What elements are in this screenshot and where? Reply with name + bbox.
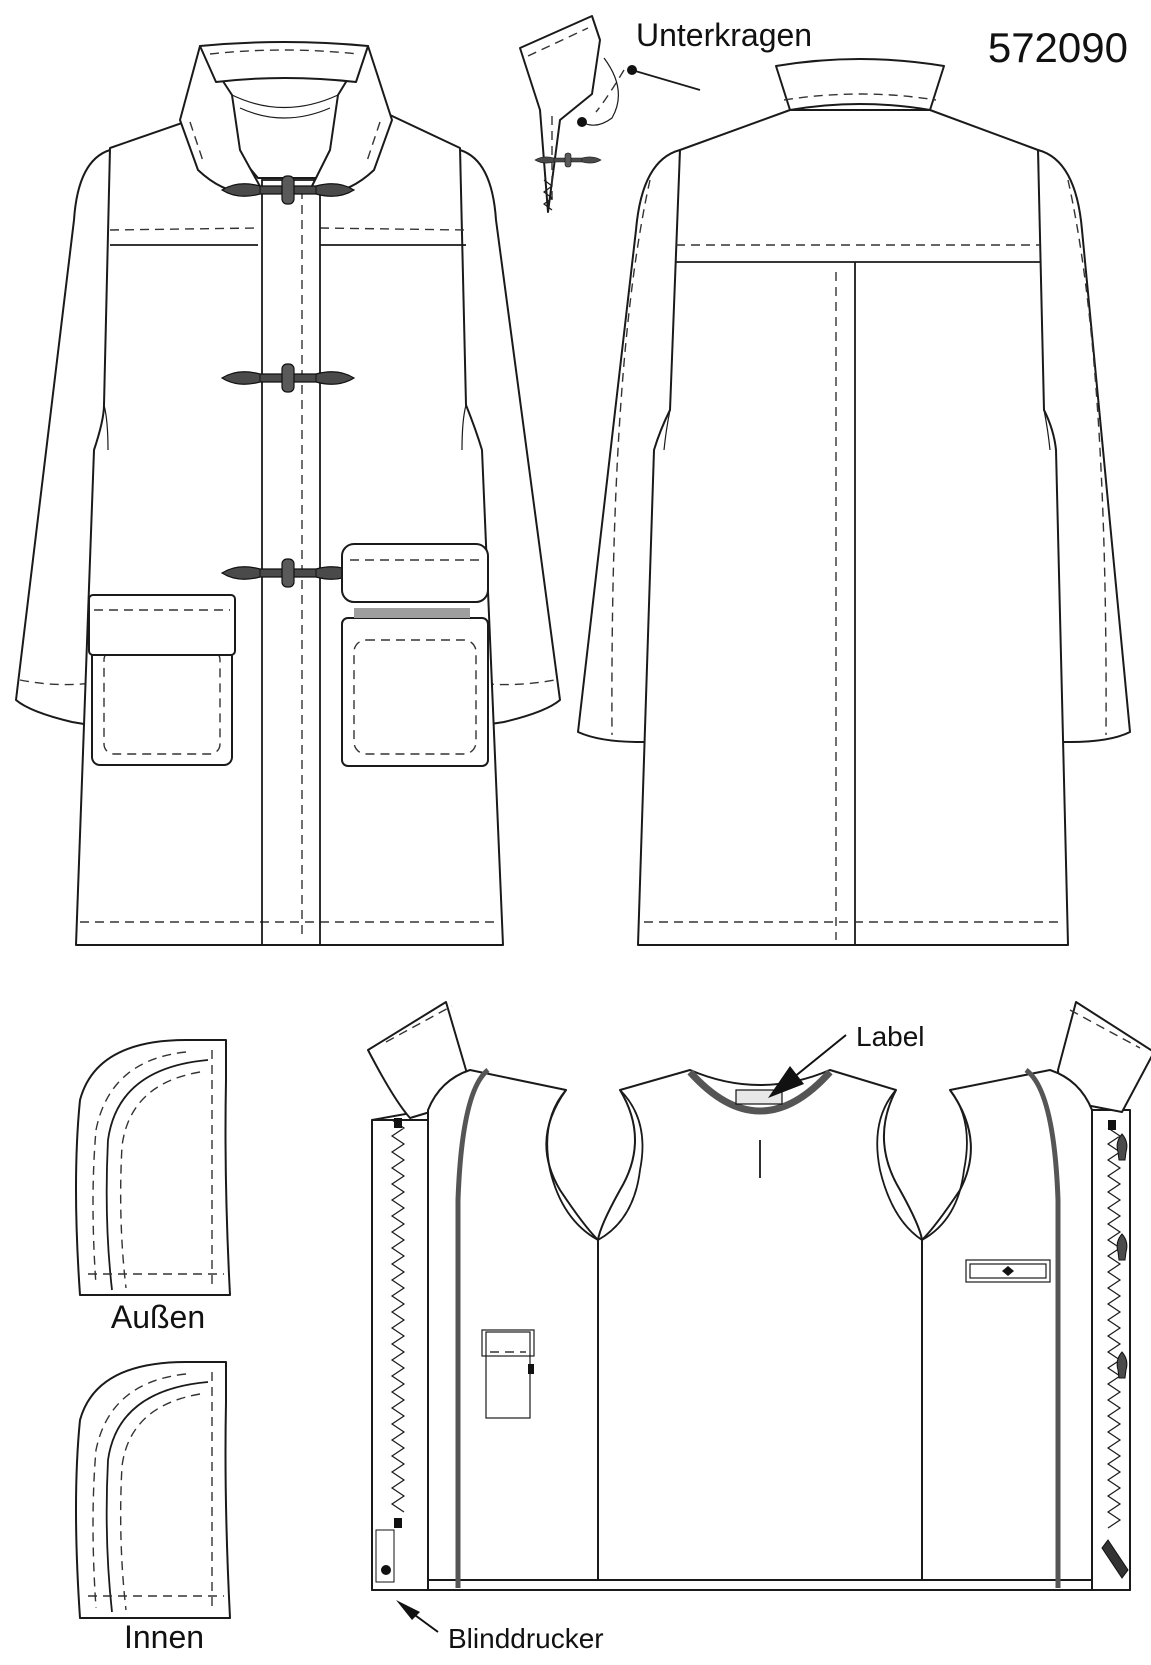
neck-binding [687,1069,833,1115]
arrow-icon [396,1600,420,1620]
facing-innen [75,1361,231,1619]
coat-back-view [577,58,1131,946]
back-right-sleeve [1037,149,1131,743]
front-left-pocket-flap [88,594,236,656]
front-right-pocket-flap [341,543,489,603]
innen-label: Innen [124,1619,204,1655]
zigzag-seam-icon [390,1119,406,1513]
pocket-flap-stripe [354,608,470,618]
facing-aussen [75,1039,231,1296]
label-tag [735,1089,783,1105]
arrow-icon [768,1066,804,1098]
front-collar-stand [199,41,369,83]
collar-detail [519,15,701,213]
pattern-number: 572090 [988,24,1128,71]
back-collar [775,58,945,111]
label-leader-line [787,1034,847,1083]
blinddrucker-label: Blinddrucker [448,1623,604,1654]
label-callout: Label [856,1021,925,1052]
zigzag-seam-icon [1106,1127,1122,1529]
aussen-label: Außen [111,1299,205,1335]
coat-inside-view [367,1001,1151,1591]
unterkragen-label: Unterkragen [636,17,812,53]
coat-front-view [15,41,561,946]
back-body [637,109,1069,946]
front-left-sleeve [15,149,111,729]
front-body [75,114,504,946]
